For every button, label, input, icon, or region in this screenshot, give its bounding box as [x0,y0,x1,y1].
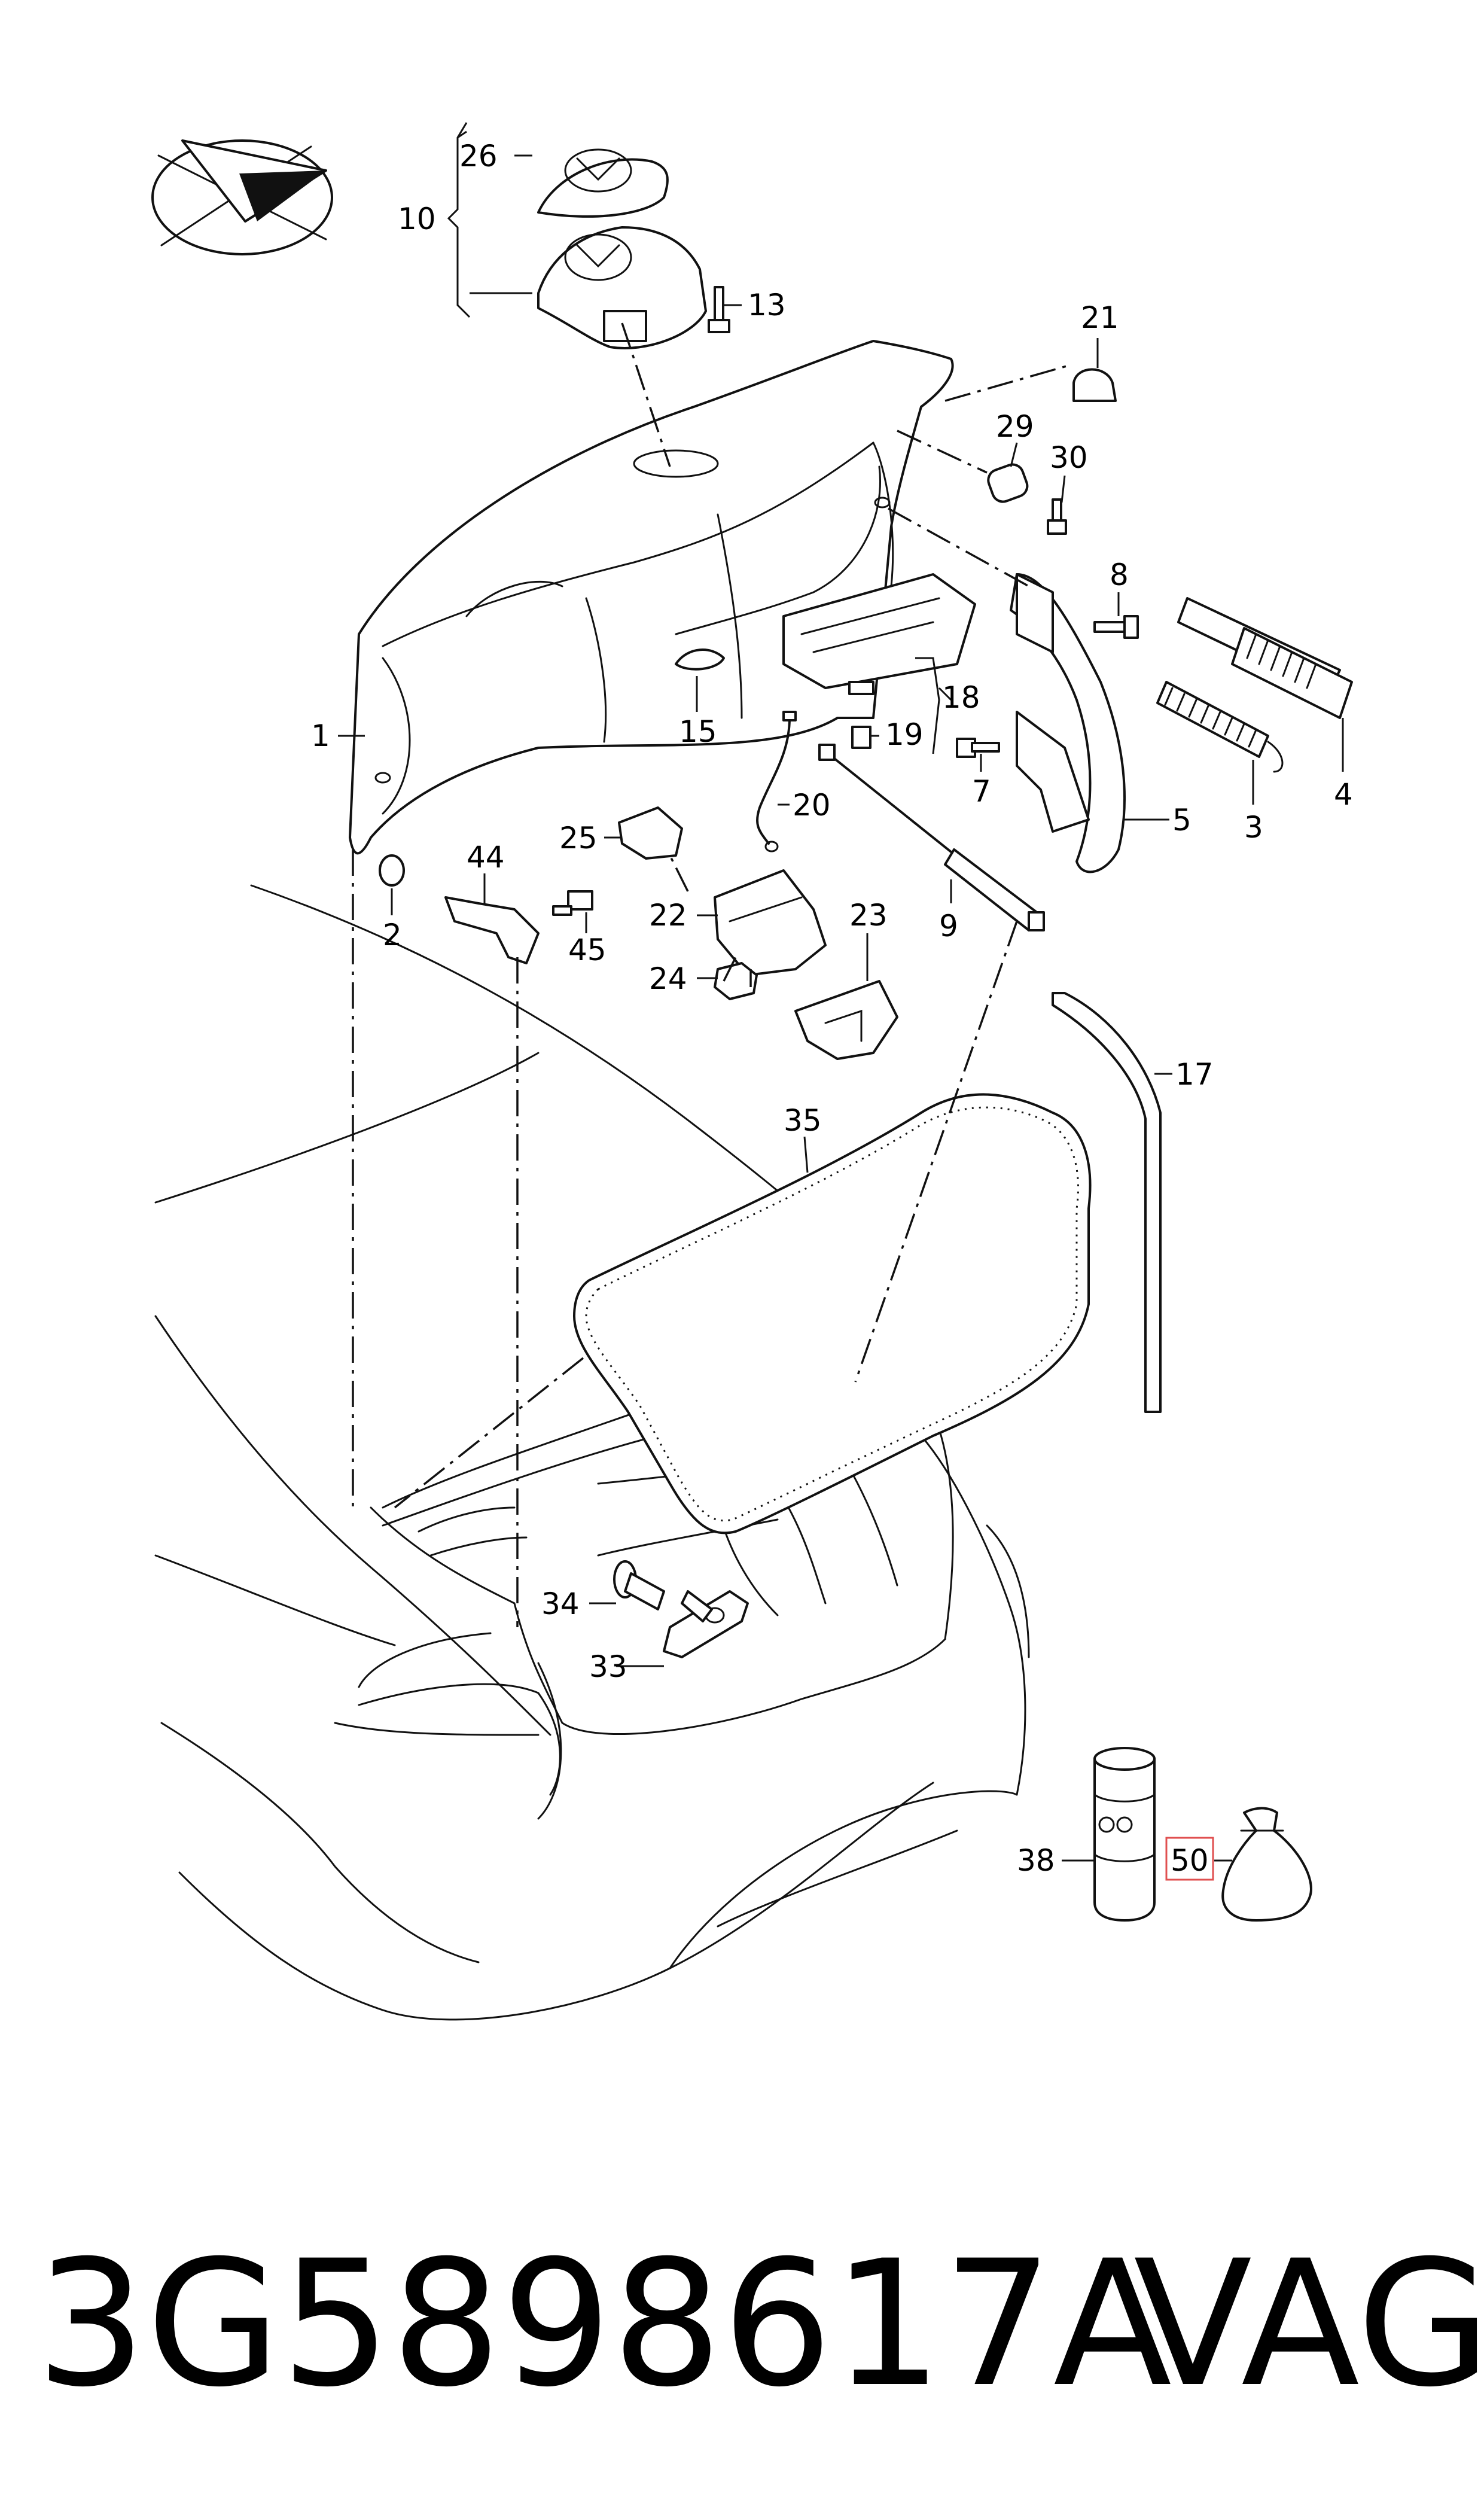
bolt-part-7 [956,738,1000,758]
assembly-guide-lines [352,322,1071,1627]
orientation-arrow-icon [151,139,333,255]
callout-labels: 26 10 13 21 29 30 8 1 15 18 19 20 4 3 7 … [311,139,1353,1878]
callout-22: 22 [649,898,687,933]
callout-leader-lines [338,304,1344,1862]
callout-30: 30 [1050,440,1088,475]
clip-part-19 [851,726,871,749]
brand-name: VAG [1133,2224,1484,2425]
spring-part-3 [1156,681,1284,773]
callout-38: 38 [1017,1843,1055,1878]
callout-18: 18 [942,680,980,715]
highlight-box-50 [1165,1837,1214,1881]
nut-part-24 [714,962,758,1000]
callout-15: 15 [679,714,717,749]
callout-2: 2 [383,918,402,952]
callout-35: 35 [784,1103,822,1138]
handle-part-25 [618,806,683,860]
callout-33: 33 [589,1649,627,1684]
hinge-part-5 [1010,573,1126,873]
callout-29: 29 [996,409,1034,444]
callout-3: 3 [1244,810,1263,845]
callout-45: 45 [568,933,607,967]
bolt-part-30 [1047,498,1067,535]
callout-4: 4 [1334,777,1353,812]
callout-24: 24 [649,961,687,996]
striker-cover-part-23 [794,980,898,1060]
drive-motor-part-18 [782,573,976,695]
callout-10: 10 [398,202,436,236]
bolt-part-8 [1093,615,1139,639]
callout-25: 25 [559,821,598,855]
callout-50: 50 [1171,1843,1209,1878]
emblem-motor-part-10 [537,226,707,349]
callout-34: 34 [541,1587,580,1621]
callout-9: 9 [939,909,958,943]
callout-bracket-10 [447,122,532,318]
gas-spring-motor-part-4 [1177,597,1353,719]
hinge-bracket [1016,711,1090,833]
trunk-seal-part-35 [573,1093,1092,1534]
trunk-lid-part-1 [349,340,954,855]
bracket-part-44 [444,896,540,964]
lock-part-22 [714,869,827,976]
callout-44: 44 [467,840,505,875]
callout-23: 23 [849,898,888,933]
emblem-cap-part-26 [537,148,669,218]
callout-8: 8 [1110,558,1129,592]
bag-part-50 [1221,1807,1312,1922]
bottle-part-38 [1093,1747,1156,1922]
part-number: 3G5898617A [36,2224,1172,2425]
callout-19: 19 [885,717,924,752]
water-drain-part-17 [1052,992,1162,1413]
bump-part-15 [675,648,725,671]
buffer-part-29 [987,463,1029,503]
callout-1: 1 [311,718,330,753]
bump-stop-part-21 [1072,368,1117,402]
callout-20: 20 [793,788,831,823]
bolt-part-34 [613,1560,665,1610]
callout-17: 17 [1175,1057,1214,1092]
screw-part-13 [708,286,730,333]
striker-part-33 [663,1590,749,1658]
callout-26: 26 [459,139,498,173]
callout-13: 13 [748,288,786,322]
callout-21: 21 [1081,300,1119,335]
cable-part-20 [756,711,797,852]
callout-5: 5 [1172,803,1192,838]
gas-strut-part-9 [818,744,1045,931]
grommet-part-2 [379,854,405,887]
callout-7: 7 [972,774,991,809]
screw-part-45 [552,890,593,916]
